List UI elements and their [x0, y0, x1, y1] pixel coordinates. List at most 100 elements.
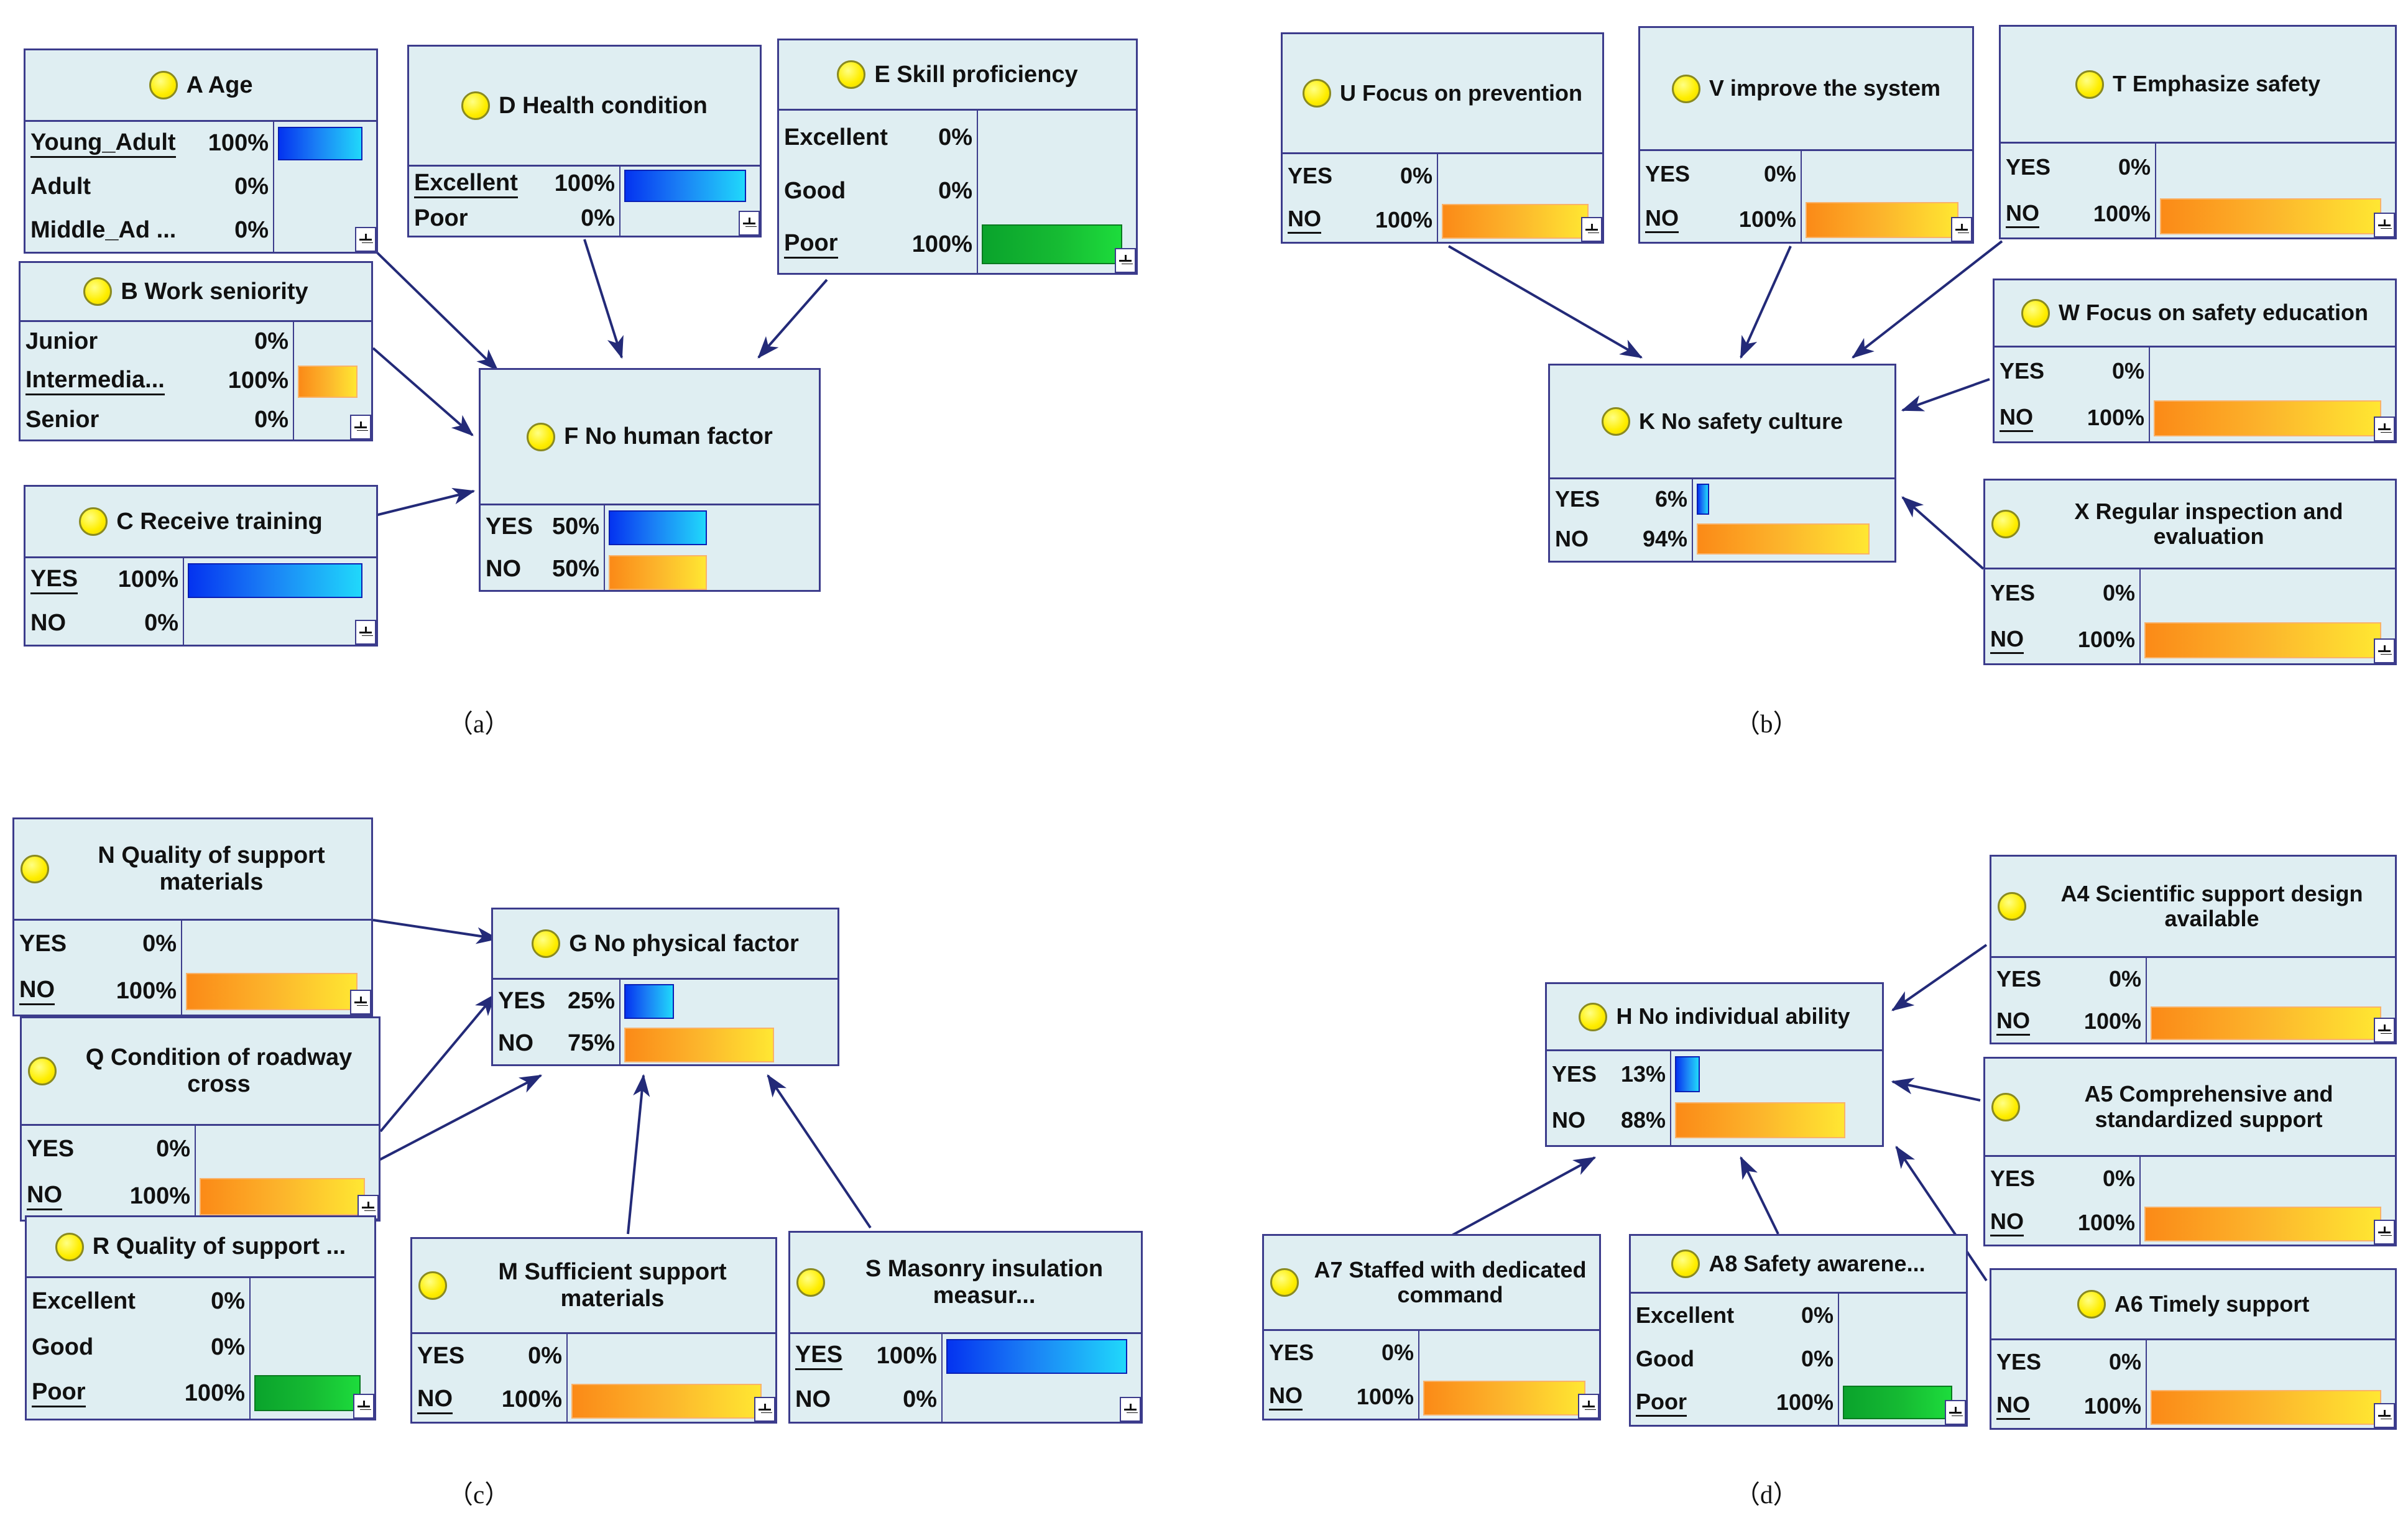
evidence-pin-icon[interactable]	[2374, 1018, 2395, 1043]
evidence-pin-icon[interactable]	[353, 1394, 374, 1419]
evidence-pin-icon[interactable]	[2374, 1220, 2395, 1245]
evidence-pin-icon[interactable]	[1581, 217, 1602, 242]
state-label: YES	[2000, 357, 2045, 384]
evidence-pin-icon[interactable]	[1120, 1397, 1141, 1422]
evidence-pin-icon[interactable]	[1115, 248, 1136, 273]
evidence-pin-icon[interactable]	[754, 1397, 775, 1422]
state-label: Excellent	[32, 1287, 136, 1314]
bn-node-a5[interactable]: A5 Comprehensive and standardized suppor…	[1983, 1057, 2397, 1246]
belief-bar	[982, 224, 1122, 264]
evidence-pin-icon[interactable]	[739, 211, 760, 236]
evidence-pin-icon[interactable]	[2374, 417, 2395, 441]
evidence-pin-icon[interactable]	[1951, 217, 1972, 242]
node-title: A8 Safety awarene...	[1709, 1250, 1926, 1276]
evidence-pin-icon[interactable]	[350, 415, 371, 440]
evidence-pin-icon[interactable]	[1945, 1400, 1966, 1425]
state-row[interactable]: Middle_Ad ...0%	[25, 208, 273, 252]
evidence-pin-icon[interactable]	[350, 990, 371, 1015]
state-row[interactable]: Intermedia...100%	[21, 361, 293, 400]
evidence-pin-icon[interactable]	[2374, 638, 2395, 663]
evidence-pin-icon[interactable]	[2374, 213, 2395, 237]
evidence-pin-icon[interactable]	[2374, 1403, 2395, 1428]
evidence-pin-icon[interactable]	[1578, 1394, 1599, 1419]
evidence-pin-icon[interactable]	[355, 620, 376, 645]
evidence-pin-icon[interactable]	[355, 227, 376, 252]
